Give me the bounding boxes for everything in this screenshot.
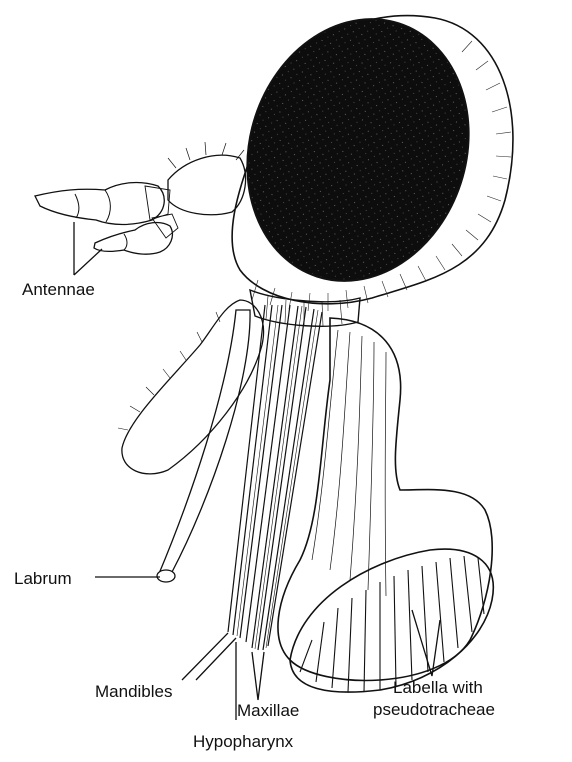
label-maxillae: Maxillae <box>237 701 299 720</box>
neck-ring <box>250 290 360 326</box>
compound-eye <box>214 0 502 310</box>
stylets <box>228 305 322 650</box>
antennae-leader <box>74 222 102 275</box>
haustellum <box>278 318 492 680</box>
label-labrum: Labrum <box>14 569 72 588</box>
antenna-base <box>168 142 246 215</box>
label-hypopharynx: Hypopharynx <box>193 732 294 751</box>
mandibles-leader <box>182 633 236 680</box>
labella <box>290 549 493 692</box>
label-labella-line1: Labella with <box>393 678 483 697</box>
maxillae-leader <box>252 652 264 700</box>
labial-palp <box>118 300 263 474</box>
label-labella-line2: pseudotracheae <box>373 700 495 719</box>
label-mandibles: Mandibles <box>95 682 173 701</box>
antenna-upper <box>35 183 170 225</box>
label-antennae: Antennae <box>22 280 95 299</box>
labrum <box>157 310 250 582</box>
